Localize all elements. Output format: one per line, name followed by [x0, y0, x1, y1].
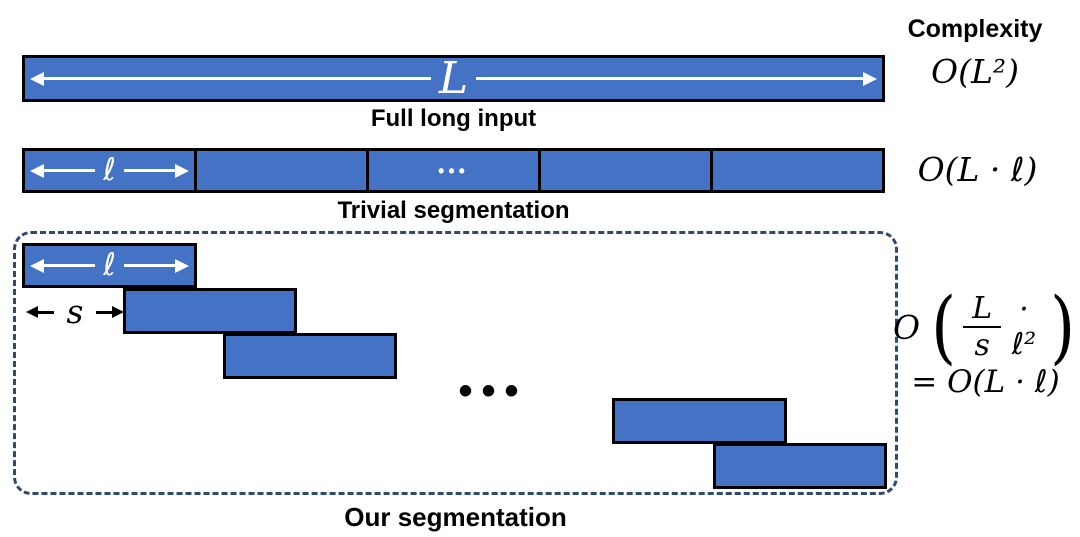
stride-label: s — [66, 292, 84, 332]
segment-length-arrow: ℓ — [25, 155, 194, 186]
window-rect-1: ℓ — [22, 243, 197, 288]
window-rect-2 — [123, 288, 297, 334]
trivial-ellipsis: ••• — [438, 160, 469, 181]
arrow-shaft — [96, 310, 112, 314]
factor-term: · ℓ² — [1011, 292, 1037, 362]
our-caption: Our segmentation — [344, 502, 567, 532]
arrow-shaft — [123, 168, 175, 173]
window-rect-5 — [713, 443, 887, 489]
arrow-head-left-icon — [30, 71, 44, 86]
close-paren: ) — [1049, 280, 1075, 373]
arrow-left-half-icon — [30, 163, 96, 178]
trivial-caption: Trivial segmentation — [337, 197, 570, 224]
our-complexity-formula: O ( L s · ℓ² ) = O(L · ℓ) — [893, 280, 1078, 401]
arrow-right-half-icon — [123, 258, 189, 273]
full-input-complexity: O(L²) — [931, 52, 1019, 91]
our-segmentation-box — [13, 231, 898, 495]
complexity-header: Complexity — [907, 15, 1043, 43]
segment-length-label: ℓ — [103, 152, 116, 188]
stride-arrow: s — [26, 292, 124, 332]
arrow-head-left-icon — [26, 306, 38, 318]
our-complexity-line1: O ( L s · ℓ² ) — [893, 280, 1078, 373]
trivial-segment-3: ••• — [366, 151, 538, 190]
arrow-shaft — [44, 263, 96, 268]
arrow-left-half-icon — [30, 258, 96, 273]
full-input-bar: L — [22, 55, 885, 102]
trivial-segment-5 — [710, 151, 882, 190]
segment-length-arrow: ℓ — [25, 250, 194, 281]
fraction-denominator: s — [974, 328, 990, 363]
arrow-shaft — [38, 310, 54, 314]
arrow-head-right-icon — [863, 71, 877, 86]
arrow-head-right-icon — [175, 258, 189, 273]
fraction-numerator: L — [963, 292, 1002, 328]
our-complexity-line2: = O(L · ℓ) — [911, 364, 1060, 400]
window-rect-3 — [223, 333, 397, 379]
trivial-segment-2 — [194, 151, 366, 190]
arrow-right-half-icon — [123, 163, 189, 178]
fraction-L-over-s: L s — [963, 292, 1002, 363]
full-length-arrow: L — [25, 52, 882, 104]
trivial-segment-4 — [538, 151, 710, 190]
arrow-right-half-icon — [96, 306, 124, 318]
full-input-caption: Full long input — [370, 105, 537, 132]
arrow-head-right-icon — [112, 306, 124, 318]
big-o-glyph: O — [893, 307, 921, 347]
window-rect-4 — [612, 398, 787, 444]
segment-length-label: ℓ — [103, 247, 116, 283]
trivial-segmentation-bar: ℓ ••• — [22, 148, 885, 193]
arrow-left-half-icon — [26, 306, 54, 318]
arrow-shaft — [44, 168, 96, 173]
arrow-head-left-icon — [30, 163, 44, 178]
arrow-head-left-icon — [30, 258, 44, 273]
arrow-shaft — [44, 76, 431, 81]
our-ellipsis: ••• — [458, 369, 528, 413]
arrow-right-half-icon — [476, 71, 877, 86]
arrow-shaft — [123, 263, 175, 268]
arrow-left-half-icon — [30, 71, 431, 86]
open-paren: ( — [931, 280, 957, 373]
trivial-complexity: O(L · ℓ) — [917, 150, 1038, 189]
length-label: L — [438, 52, 469, 104]
arrow-shaft — [476, 76, 863, 81]
trivial-segment-1: ℓ — [25, 151, 194, 190]
arrow-head-right-icon — [175, 163, 189, 178]
